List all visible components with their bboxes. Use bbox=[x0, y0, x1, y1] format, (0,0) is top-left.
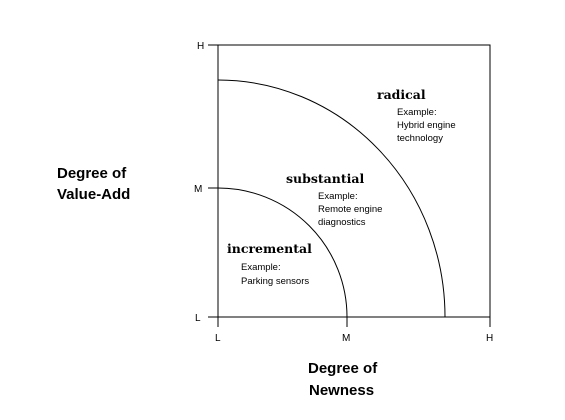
radical-example-text-line1: Hybrid engine bbox=[397, 120, 456, 131]
incremental-example-text: Parking sensors bbox=[241, 276, 309, 287]
incremental-example-heading: Example: bbox=[241, 262, 281, 273]
x-tick-label-mid: M bbox=[342, 333, 350, 344]
radical-boundary-arc bbox=[217, 79, 446, 318]
incremental-boundary-arc bbox=[217, 187, 348, 318]
substantial-example-text-line1: Remote engine bbox=[318, 204, 382, 215]
y-tick-label-high: H bbox=[197, 41, 204, 52]
x-tick-label-low: L bbox=[215, 333, 221, 344]
zone-label-incremental: incremental bbox=[227, 241, 312, 256]
x-tick-label-high: H bbox=[486, 333, 493, 344]
substantial-example-text-line2: diagnostics bbox=[318, 217, 366, 228]
x-axis-title-line1: Degree of bbox=[308, 360, 378, 377]
y-tick-label-mid: M bbox=[194, 184, 202, 195]
zone-label-substantial: substantial bbox=[286, 171, 364, 186]
y-axis-title-line2: Value-Add bbox=[57, 186, 130, 203]
radical-example-heading: Example: bbox=[397, 107, 437, 118]
substantial-example-heading: Example: bbox=[318, 191, 358, 202]
zone-label-radical: radical bbox=[377, 87, 426, 102]
y-axis-title-line1: Degree of bbox=[57, 165, 127, 182]
y-tick-label-low: L bbox=[195, 313, 201, 324]
radical-example-text-line2: technology bbox=[397, 133, 443, 144]
plot-frame bbox=[217, 44, 491, 318]
x-axis-title-line2: Newness bbox=[309, 382, 374, 399]
